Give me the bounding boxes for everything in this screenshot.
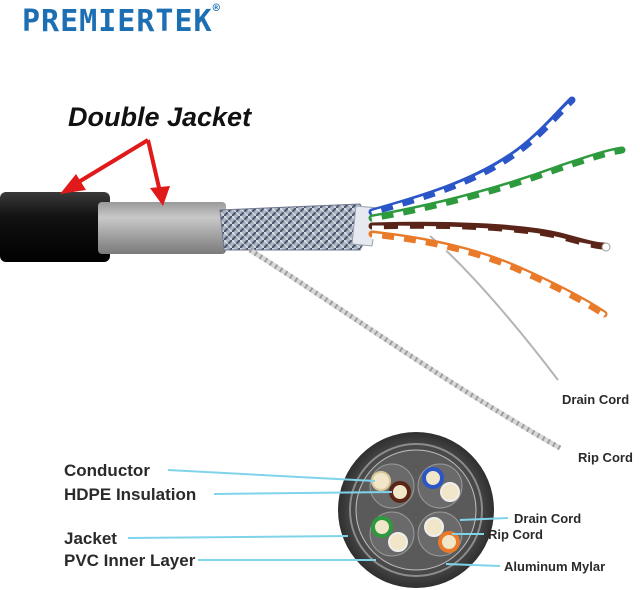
label-drain-cord-top: Drain Cord [562,392,630,407]
brown-pair [368,221,608,250]
brand-name: PREMIERTEK [22,4,213,39]
label-drain-cord: Drain Cord [514,511,582,526]
registered-mark: ® [212,1,221,15]
arrow-inner-layer [146,139,170,206]
brand-logo: PREMIERTEK® [22,1,221,39]
label-jacket: Jacket [64,529,117,548]
outer-jacket [0,192,110,262]
label-rip-cord-top: Rip Cord [578,450,633,465]
inner-pvc-layer [98,202,226,254]
label-pvc-inner-layer: PVC Inner Layer [64,551,196,570]
label-rip-cord: Rip Cord [488,527,543,542]
label-conductor: Conductor [64,461,150,480]
label-hdpe-insulation: HDPE Insulation [64,485,197,504]
headline-double-jacket: Double Jacket [68,102,252,132]
cross-section [338,432,494,588]
leader-lines [127,469,509,567]
arrow-outer-jacket [60,138,150,194]
label-aluminum-mylar: Aluminum Mylar [504,559,606,574]
orange-pair [368,230,608,318]
foil-shield [219,203,373,251]
